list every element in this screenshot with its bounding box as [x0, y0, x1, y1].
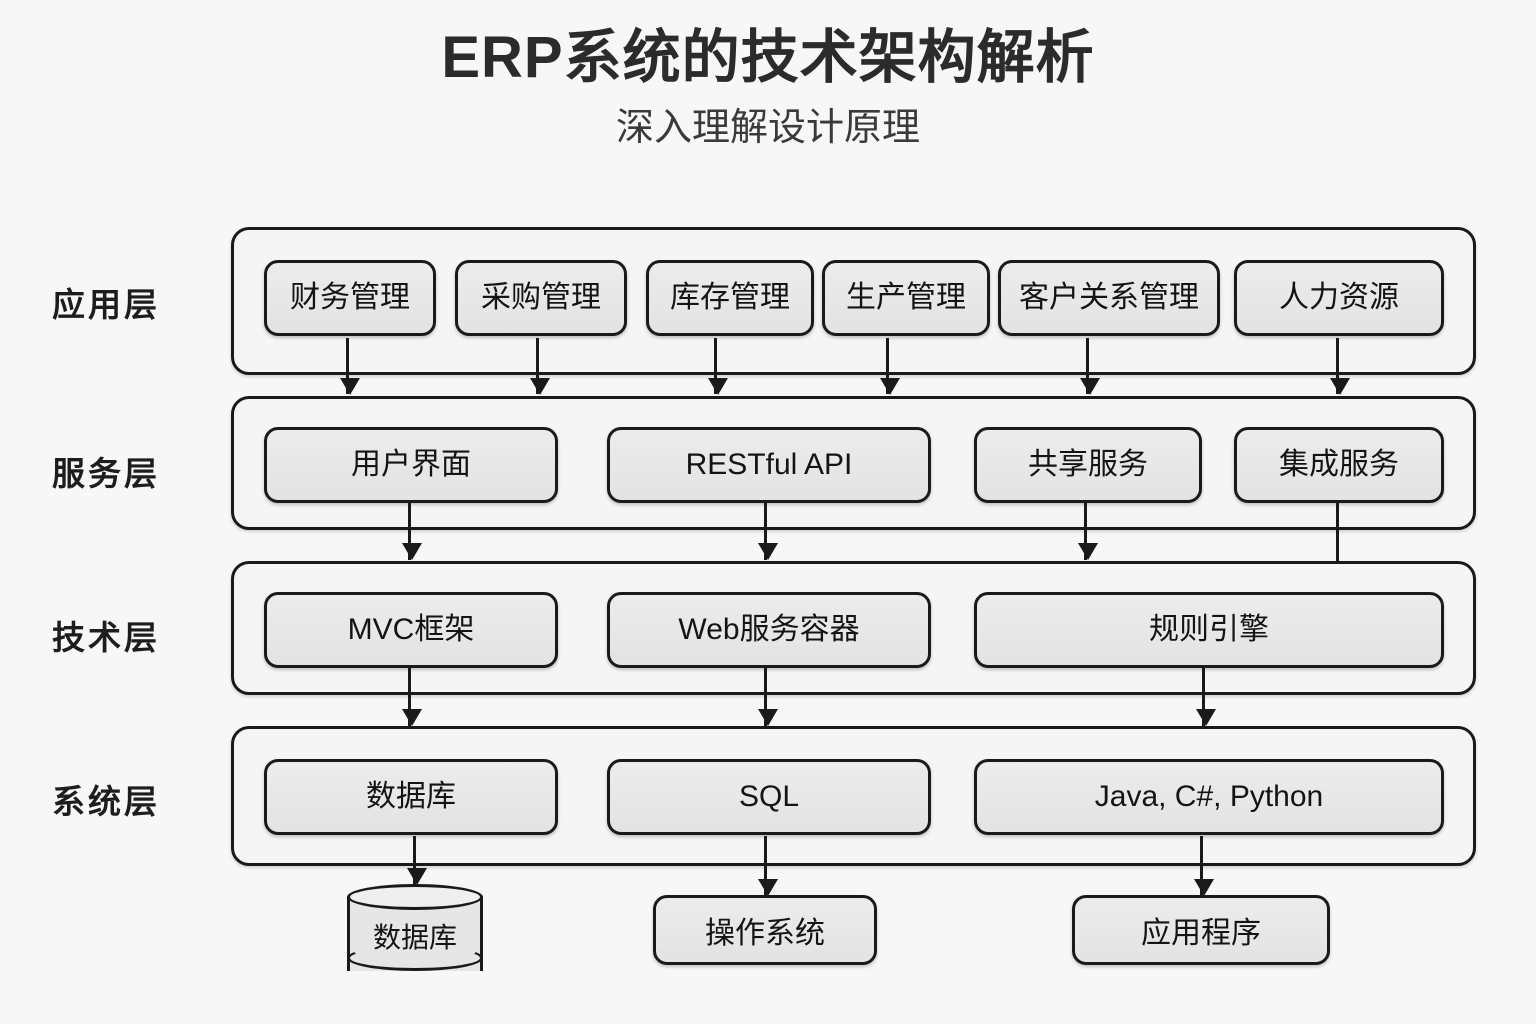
- connector-hr-to-service: [1336, 338, 1339, 394]
- node-production-management[interactable]: 生产管理: [822, 260, 990, 336]
- layer-label-technology: 技术层: [52, 619, 160, 656]
- node-rules-engine[interactable]: 规则引擎: [974, 592, 1444, 668]
- node-mvc-framework[interactable]: MVC框架: [264, 592, 558, 668]
- node-sql[interactable]: SQL: [607, 759, 931, 835]
- arrowhead-finance-to-service: [340, 378, 360, 395]
- page-subtitle: 深入理解设计原理: [615, 107, 920, 150]
- node-languages[interactable]: Java, C#, Python: [974, 759, 1444, 835]
- diagram-header: ERP系统的技术架构解析 深入理解设计原理: [0, 24, 1536, 152]
- arrowhead-sql-to-os: [758, 879, 778, 896]
- node-database[interactable]: 数据库: [264, 759, 558, 835]
- layer-label-service: 服务层: [52, 455, 160, 492]
- connector-shared-to-tech: [1084, 500, 1087, 560]
- node-inventory-management[interactable]: 库存管理: [646, 260, 814, 336]
- arrowhead-ui-to-tech: [402, 543, 422, 560]
- node-shared-service[interactable]: 共享服务: [974, 427, 1202, 503]
- terminal-operating-system[interactable]: 操作系统: [653, 895, 877, 965]
- node-procurement-management[interactable]: 采购管理: [455, 260, 627, 336]
- node-user-interface[interactable]: 用户界面: [264, 427, 558, 503]
- connector-production-to-service: [886, 338, 889, 394]
- application-layer-band: 财务管理 采购管理 库存管理 生产管理 客户关系管理 人力资源: [231, 227, 1476, 375]
- node-hr-management[interactable]: 人力资源: [1234, 260, 1444, 336]
- arrowhead-production-to-service: [880, 378, 900, 395]
- arrowhead-languages-to-app: [1194, 879, 1214, 896]
- node-web-service-container[interactable]: Web服务容器: [607, 592, 931, 668]
- system-layer-band: 数据库 SQL Java, C#, Python: [231, 726, 1476, 866]
- connector-database-to-db-store: [413, 836, 416, 886]
- connector-finance-to-service: [346, 338, 349, 394]
- node-integration-service[interactable]: 集成服务: [1234, 427, 1444, 503]
- arrowhead-hr-to-service: [1330, 378, 1350, 395]
- connector-mvc-to-system: [408, 665, 411, 727]
- connector-rules-to-system: [1202, 665, 1205, 727]
- cylinder-bottom-ellipse: [347, 945, 483, 971]
- arrowhead-shared-to-tech: [1078, 543, 1098, 560]
- cylinder-top-ellipse: [347, 884, 483, 910]
- layer-label-system: 系统层: [52, 783, 160, 820]
- terminal-database-cylinder[interactable]: 数据库: [347, 884, 483, 984]
- connector-procurement-to-service: [536, 338, 539, 394]
- arrowhead-database-to-db-store: [407, 868, 427, 885]
- connector-sql-to-os: [764, 836, 767, 896]
- connector-webcontainer-to-system: [764, 665, 767, 727]
- arrowhead-mvc-to-system: [402, 709, 422, 726]
- arrowhead-crm-to-service: [1080, 378, 1100, 395]
- connector-integration-to-rules-engine: [1336, 500, 1339, 610]
- node-restful-api[interactable]: RESTful API: [607, 427, 931, 503]
- arrowhead-api-to-tech: [758, 543, 778, 560]
- page-title: ERP系统的技术架构解析: [441, 25, 1095, 90]
- arrowhead-webcontainer-to-system: [758, 709, 778, 726]
- technology-layer-band: MVC框架 Web服务容器 规则引擎: [231, 561, 1476, 695]
- node-crm-management[interactable]: 客户关系管理: [998, 260, 1220, 336]
- layer-label-application: 应用层: [52, 286, 160, 323]
- service-layer-band: 用户界面 RESTful API 共享服务 集成服务: [231, 396, 1476, 530]
- arrowhead-inventory-to-service: [708, 378, 728, 395]
- connector-inventory-to-service: [714, 338, 717, 394]
- connector-ui-to-tech: [408, 500, 411, 560]
- terminal-database-label: 数据库: [372, 922, 457, 953]
- arrowhead-rules-to-system: [1196, 709, 1216, 726]
- connector-api-to-tech: [764, 500, 767, 560]
- node-finance-management[interactable]: 财务管理: [264, 260, 436, 336]
- terminal-application-program[interactable]: 应用程序: [1072, 895, 1330, 965]
- connector-languages-to-app: [1200, 836, 1203, 896]
- connector-crm-to-service: [1086, 338, 1089, 394]
- arrowhead-procurement-to-service: [530, 378, 550, 395]
